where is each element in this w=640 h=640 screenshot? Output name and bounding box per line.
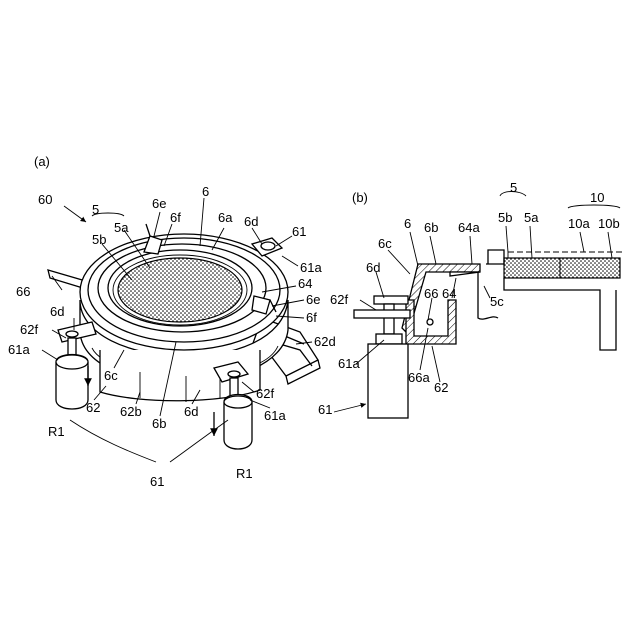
label-66a: 66a — [408, 370, 430, 385]
label-61a-right: 61a — [300, 260, 322, 275]
label-64-b: 64 — [442, 286, 456, 301]
label-6b-b: 6b — [424, 220, 438, 235]
label-6: 6 — [202, 184, 209, 199]
panel-a-label: (a) — [34, 154, 50, 169]
label-62f-left: 62f — [20, 322, 38, 337]
label-6d-top: 6d — [244, 214, 258, 229]
label-61-top: 61 — [292, 224, 306, 239]
label-6c-b: 6c — [378, 236, 392, 251]
label-61a-b: 61a — [338, 356, 360, 371]
label-62-b: 62 — [434, 380, 448, 395]
label-6e-top: 6e — [152, 196, 166, 211]
channel-62 — [406, 300, 456, 344]
label-61-bottom: 61 — [150, 474, 164, 489]
label-62f-right: 62f — [256, 386, 274, 401]
label-5: 5 — [92, 202, 99, 217]
label-5b: 5b — [92, 232, 106, 247]
clamp-left — [56, 322, 96, 409]
label-62b: 62b — [120, 404, 142, 419]
label-6b: 6b — [152, 416, 166, 431]
label-R1-right: R1 — [236, 466, 253, 481]
label-6e-right: 6e — [306, 292, 320, 307]
bracket-62f — [354, 296, 410, 418]
panel-a: (a) — [8, 154, 336, 489]
label-10a: 10a — [568, 216, 590, 231]
label-5c: 5c — [490, 294, 504, 309]
label-64a: 64a — [458, 220, 480, 235]
label-6f-top: 6f — [170, 210, 181, 225]
label-61a-left: 61a — [8, 342, 30, 357]
panel-b: (b) — [318, 180, 624, 418]
label-6f-right: 6f — [306, 310, 317, 325]
label-6d-b: 6d — [366, 260, 380, 275]
label-6-b: 6 — [404, 216, 411, 231]
label-5b-b: 5b — [498, 210, 512, 225]
panel-b-label: (b) — [352, 190, 368, 205]
label-R1-left: R1 — [48, 424, 65, 439]
label-6c: 6c — [104, 368, 118, 383]
label-5a: 5a — [114, 220, 129, 235]
wafer-5 — [118, 258, 242, 322]
label-62-left: 62 — [86, 400, 100, 415]
label-61-b: 61 — [318, 402, 332, 417]
clamp-right — [214, 362, 252, 449]
label-60: 60 — [38, 192, 52, 207]
label-61a-bottom: 61a — [264, 408, 286, 423]
label-66: 66 — [16, 284, 30, 299]
label-6d-left: 6d — [50, 304, 64, 319]
label-6d-bottom: 6d — [184, 404, 198, 419]
label-66-b: 66 — [424, 286, 438, 301]
label-10: 10 — [590, 190, 604, 205]
label-5a-b: 5a — [524, 210, 539, 225]
label-64: 64 — [298, 276, 312, 291]
label-6a: 6a — [218, 210, 233, 225]
label-5-b: 5 — [510, 180, 517, 195]
label-62f-b: 62f — [330, 292, 348, 307]
label-62d: 62d — [314, 334, 336, 349]
label-10b: 10b — [598, 216, 620, 231]
